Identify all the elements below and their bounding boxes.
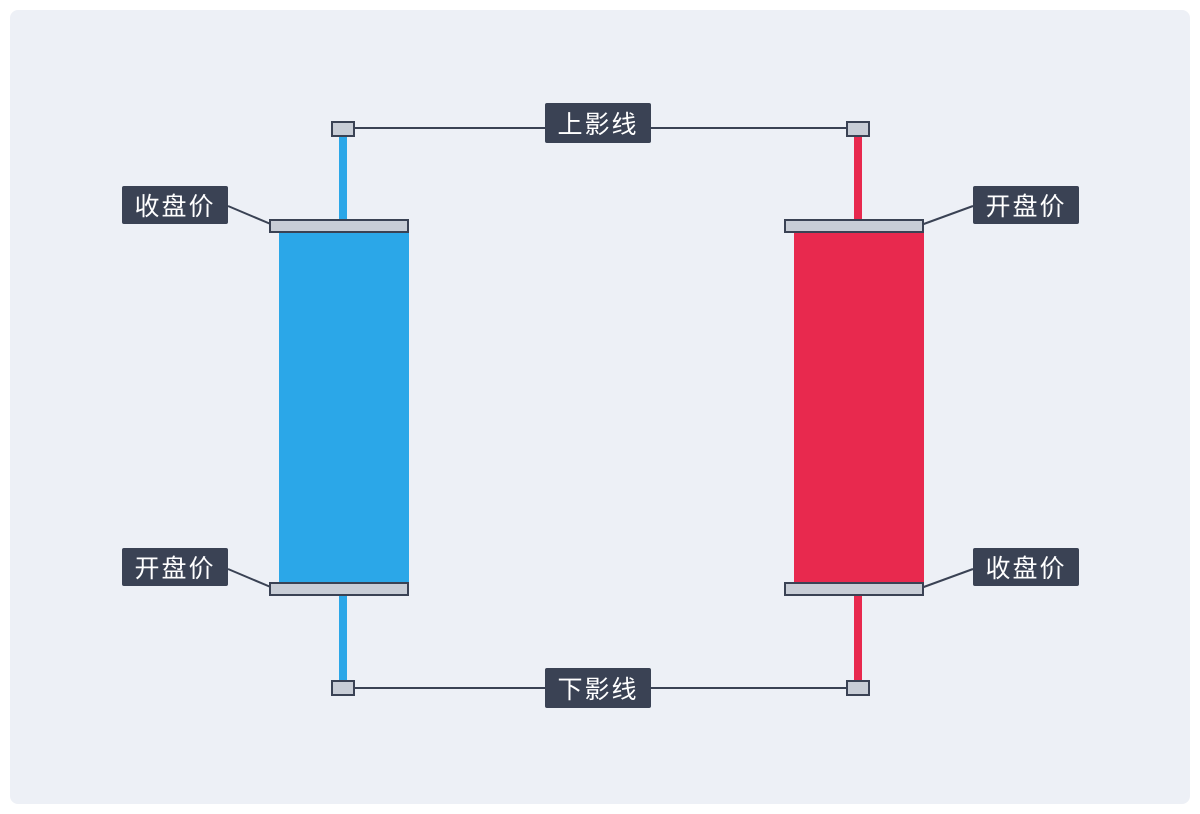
bearish-upper-wick	[854, 130, 862, 232]
label-left-open-price: 开盘价	[122, 548, 228, 586]
bullish-low-tip-marker	[331, 680, 355, 696]
bearish-lower-wick	[854, 583, 862, 683]
bullish-open-edge-handle	[269, 582, 409, 596]
bullish-candle-body	[279, 230, 409, 583]
bearish-high-tip-marker	[846, 121, 870, 137]
bearish-low-tip-marker	[846, 680, 870, 696]
label-right-close-price: 收盘价	[973, 548, 1079, 586]
bearish-candle-body	[794, 230, 924, 583]
label-right-open-price: 开盘价	[973, 186, 1079, 224]
bearish-open-edge-handle	[784, 219, 924, 233]
bullish-close-edge-handle	[269, 219, 409, 233]
bullish-lower-wick	[339, 583, 347, 683]
bullish-high-tip-marker	[331, 121, 355, 137]
bullish-upper-wick	[339, 130, 347, 232]
label-upper-shadow: 上影线	[545, 103, 651, 143]
label-left-close-price: 收盘价	[122, 186, 228, 224]
label-lower-shadow: 下影线	[545, 668, 651, 708]
bearish-close-edge-handle	[784, 582, 924, 596]
